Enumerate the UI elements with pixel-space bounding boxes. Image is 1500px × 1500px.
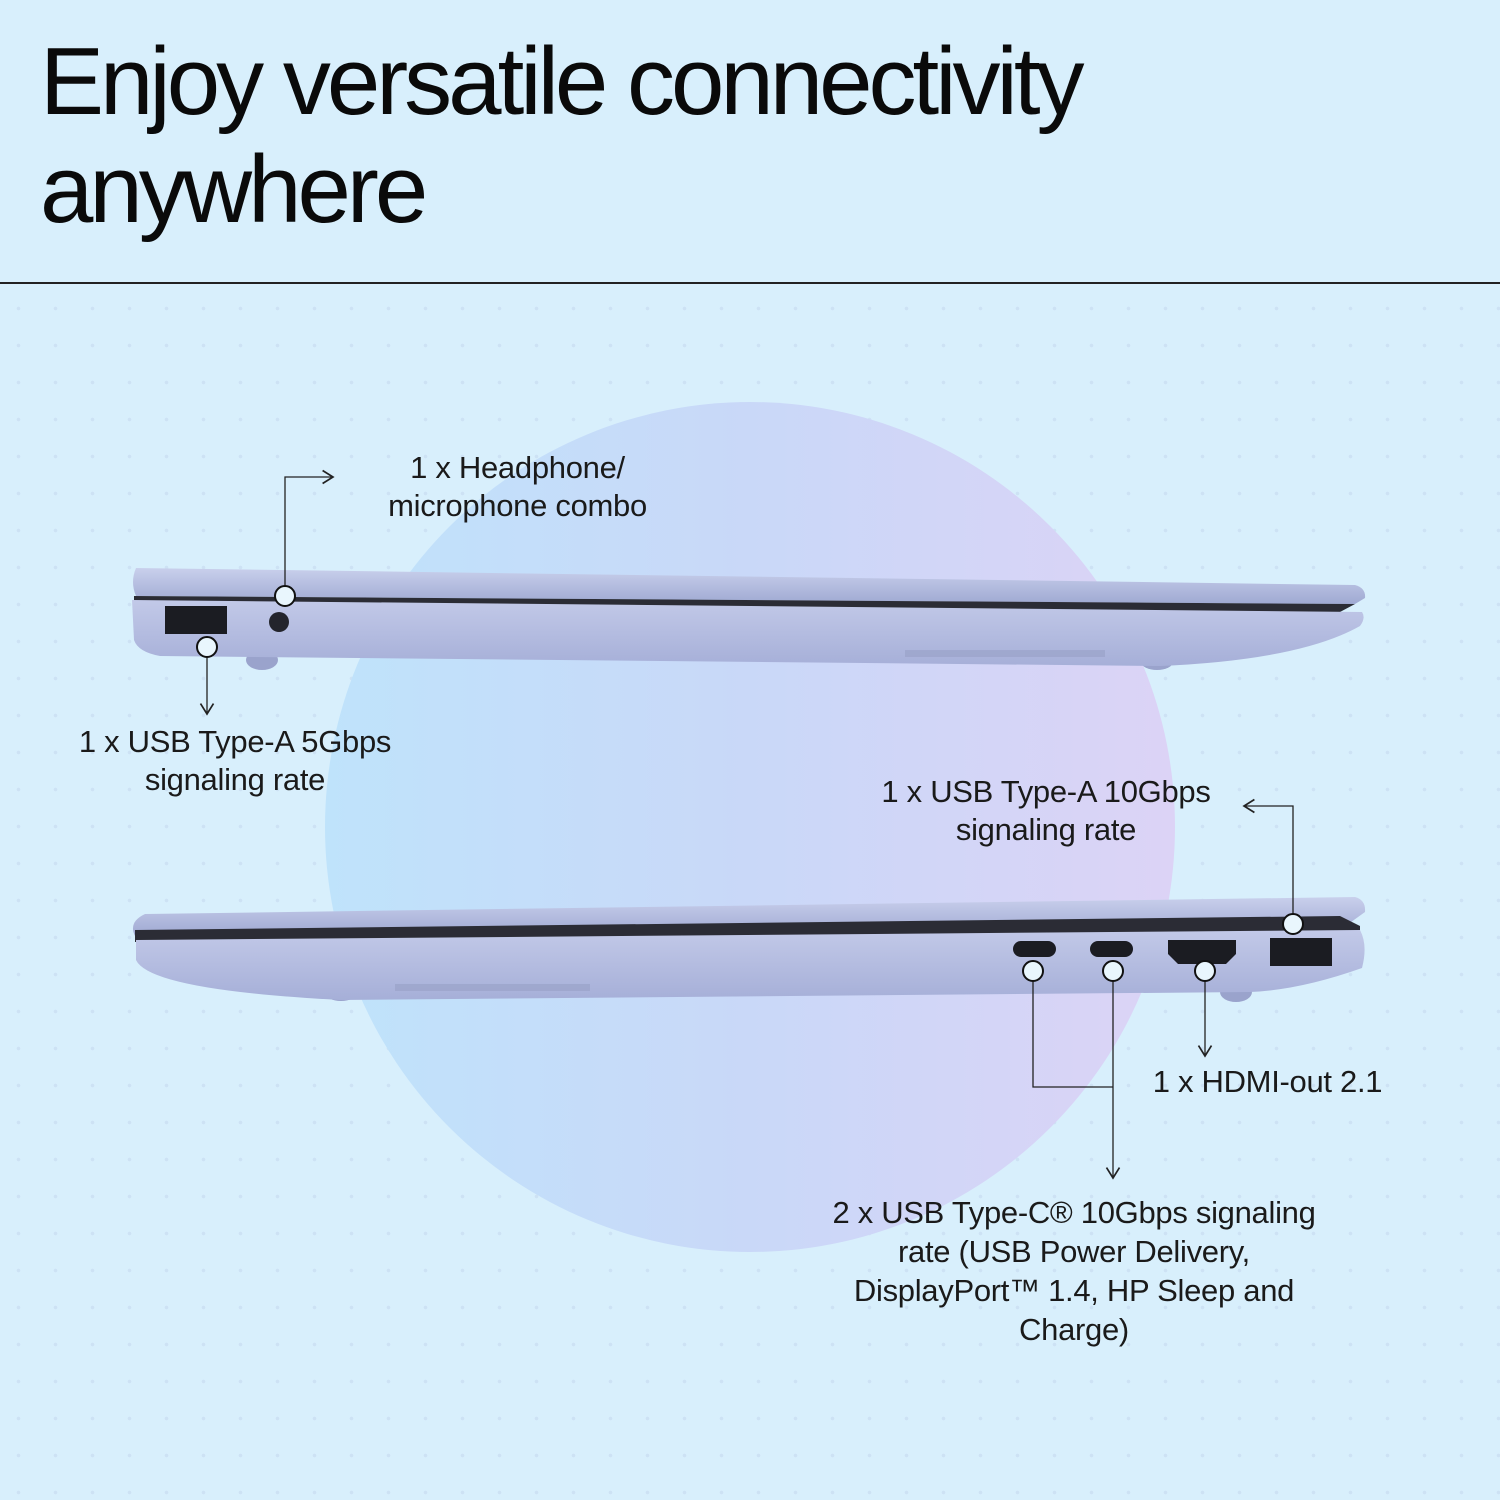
label-headphone: 1 x Headphone/microphone combo — [350, 449, 685, 525]
label-line: 2 x USB Type-C® 10Gbps signaling — [832, 1195, 1316, 1230]
label-hdmi: 1 x HDMI-out 2.1 — [1140, 1063, 1395, 1101]
laptop-left-side — [132, 568, 1366, 670]
usb-a-port-icon — [1270, 938, 1332, 966]
label-line: 1 x USB Type-A 10Gbps — [881, 774, 1211, 809]
gradient-circle — [325, 402, 1175, 1252]
label-line: microphone combo — [388, 488, 647, 523]
title-line-2: anywhere — [40, 136, 428, 243]
usb-a-port-icon — [165, 606, 227, 634]
laptop-right-side — [132, 897, 1366, 1002]
audio-jack-icon — [269, 612, 289, 632]
label-usb-c: 2 x USB Type-C® 10Gbps signaling rate (US… — [795, 1193, 1353, 1349]
usb-c-port-icon — [1013, 941, 1056, 957]
vent-icon — [395, 984, 590, 991]
label-line: 1 x USB Type-A 5Gbps — [78, 724, 392, 759]
label-line: signaling rate — [955, 812, 1137, 847]
label-line: signaling rate — [144, 762, 326, 797]
label-line: 1 x HDMI-out 2.1 — [1152, 1064, 1383, 1099]
hdmi-port-icon — [1168, 940, 1236, 964]
label-line: Charge) — [1019, 1312, 1129, 1347]
divider — [0, 282, 1500, 284]
callout-dots — [196, 585, 1304, 982]
label-line: rate (USB Power Delivery, — [898, 1234, 1250, 1269]
title-line-1: Enjoy versatile connectivity — [40, 28, 1085, 135]
label-line: 1 x Headphone/ — [410, 450, 625, 485]
label-line: DisplayPort™ 1.4, HP Sleep and — [853, 1273, 1295, 1308]
vent-icon — [905, 650, 1105, 657]
callout-lines — [199, 469, 1294, 1180]
usb-c-port-icon — [1090, 941, 1133, 957]
